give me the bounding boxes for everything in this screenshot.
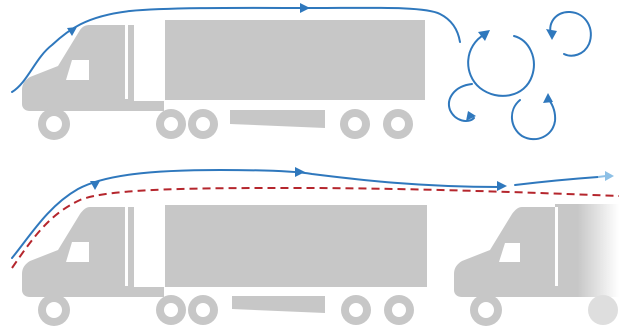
trailer-wheel-2-hub — [392, 303, 406, 317]
scene-single-truck — [12, 3, 591, 140]
vortex-large — [468, 34, 534, 96]
sleeper-gap — [125, 25, 128, 99]
front-wheel-hub — [46, 116, 62, 132]
wheels — [38, 108, 413, 140]
trailer-wheel-1-hub — [349, 303, 363, 317]
cab-body — [454, 204, 619, 297]
truck — [22, 20, 425, 140]
drive-wheel-1-hub — [164, 117, 178, 131]
trailer-wheel-2-hub — [391, 117, 405, 131]
scene-platoon — [12, 167, 619, 326]
vortex-arrow-icon — [466, 29, 557, 121]
cab-body — [22, 207, 164, 297]
vortex-right — [550, 12, 591, 56]
drive-wheel-2-hub — [196, 117, 210, 131]
airflow-streamline-fade — [598, 176, 606, 177]
front-wheel-hub — [478, 302, 494, 318]
following-truck — [454, 204, 619, 326]
vortex-group — [449, 12, 591, 139]
drive-wheel-1-hub — [164, 303, 178, 317]
sleeper-gap — [125, 207, 128, 286]
trailer-body — [165, 20, 425, 100]
trailer-wheel-1-hub — [348, 117, 362, 131]
cab-body — [22, 25, 164, 111]
side-fairing — [232, 296, 325, 313]
vortex-bottom — [512, 99, 555, 139]
sleeper-gap — [555, 207, 558, 286]
side-fairing — [230, 110, 325, 128]
lead-truck — [22, 205, 427, 326]
airflow-arrow-icon-fade — [605, 171, 614, 181]
drive-wheel — [588, 295, 618, 325]
trailer-body — [165, 205, 427, 287]
drive-wheel-2-hub — [196, 303, 210, 317]
front-wheel-hub — [46, 302, 62, 318]
